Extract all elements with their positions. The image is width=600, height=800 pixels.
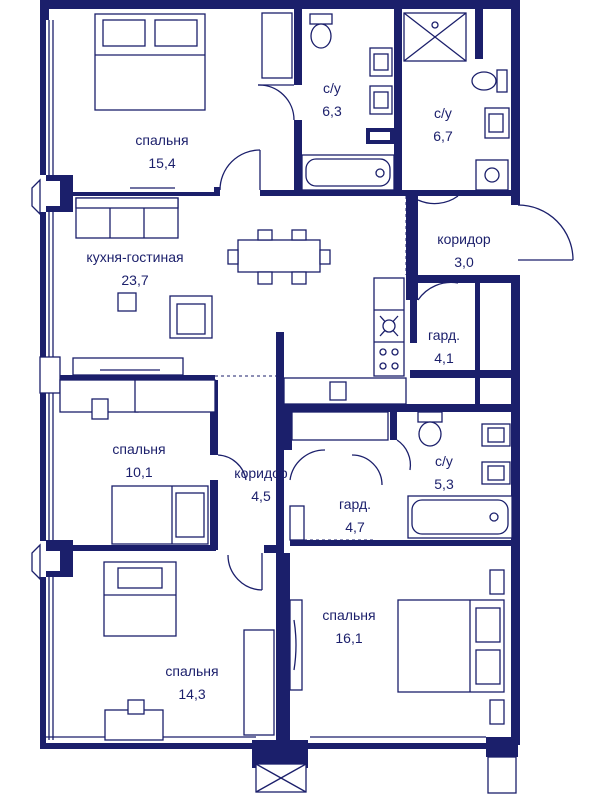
- room-area: 3,0: [454, 254, 474, 270]
- room-name: гард.: [428, 327, 460, 343]
- desk-icon: [104, 699, 164, 741]
- interior-walls: [46, 9, 518, 768]
- room-area: 5,3: [434, 476, 454, 492]
- bathtub-icon: [407, 495, 513, 539]
- room-area: 6,7: [433, 128, 453, 144]
- room-area: 6,3: [322, 103, 342, 119]
- room-area: 4,1: [434, 350, 454, 366]
- room-label-kitchen-living: кухня-гостиная 23,7: [86, 249, 183, 288]
- room-name: с/у: [435, 453, 453, 469]
- room-label-wardrobe-47: гард. 4,7: [339, 496, 371, 535]
- room-label-bathroom-67: с/у 6,7: [433, 105, 453, 144]
- balcony-box: [255, 756, 517, 794]
- sink-icon: [484, 107, 510, 139]
- zone-boundaries: [215, 196, 407, 541]
- room-area: 23,7: [121, 272, 148, 288]
- bathtub-icon: [301, 154, 395, 191]
- door-swings: [217, 84, 574, 591]
- wardrobe-icon: [243, 629, 275, 736]
- room-name: с/у: [434, 105, 452, 121]
- bed-icon: [289, 569, 505, 725]
- room-name: спальня: [112, 441, 165, 457]
- room-label-bedroom-16: спальня 16,1: [322, 607, 375, 646]
- room-area: 14,3: [178, 686, 205, 702]
- sofa-icon: [75, 197, 179, 239]
- toilet-icon: [417, 411, 443, 447]
- sink-icon: [366, 47, 394, 144]
- sink-icon: [481, 423, 511, 485]
- armchair-icon: [117, 292, 213, 339]
- desk-icon: [59, 379, 216, 420]
- tv-stand-icon: [72, 357, 184, 376]
- room-label-bathroom-63: с/у 6,3: [322, 80, 342, 119]
- toilet-icon: [471, 69, 508, 93]
- room-area: 15,4: [148, 155, 175, 171]
- room-label-bedroom-10: спальня 10,1: [112, 441, 165, 480]
- bed-icon: [103, 561, 177, 637]
- room-label-corridor-30: коридор 3,0: [437, 231, 491, 270]
- room-name: спальня: [165, 663, 218, 679]
- room-area: 16,1: [335, 630, 362, 646]
- room-name: кухня-гостиная: [86, 249, 183, 265]
- bed-icon: [111, 485, 209, 545]
- room-area: 4,7: [345, 519, 365, 535]
- room-label-bedroom-15: спальня 15,4: [135, 132, 188, 171]
- room-area: 4,5: [251, 488, 271, 504]
- room-label-bathroom-53: с/у 5,3: [434, 453, 454, 492]
- wardrobe-icon: [289, 411, 389, 541]
- toilet-icon: [309, 13, 333, 49]
- room-name: с/у: [323, 80, 341, 96]
- dining-table-icon: [227, 229, 331, 285]
- room-name: спальня: [135, 132, 188, 148]
- room-name: спальня: [322, 607, 375, 623]
- room-name: коридор: [234, 465, 288, 481]
- bed-icon: [94, 13, 206, 189]
- room-name: гард.: [339, 496, 371, 512]
- washing-machine-icon: [475, 159, 509, 191]
- room-area: 10,1: [125, 464, 152, 480]
- shower-icon: [403, 12, 467, 62]
- room-label-wardrobe-41: гард. 4,1: [428, 327, 460, 366]
- wardrobe-icon: [261, 12, 293, 79]
- kitchen-counter-icon: [283, 277, 407, 405]
- room-label-corridor-45: коридор 4,5: [234, 465, 288, 504]
- room-name: коридор: [437, 231, 491, 247]
- room-label-bedroom-14: спальня 14,3: [165, 663, 218, 702]
